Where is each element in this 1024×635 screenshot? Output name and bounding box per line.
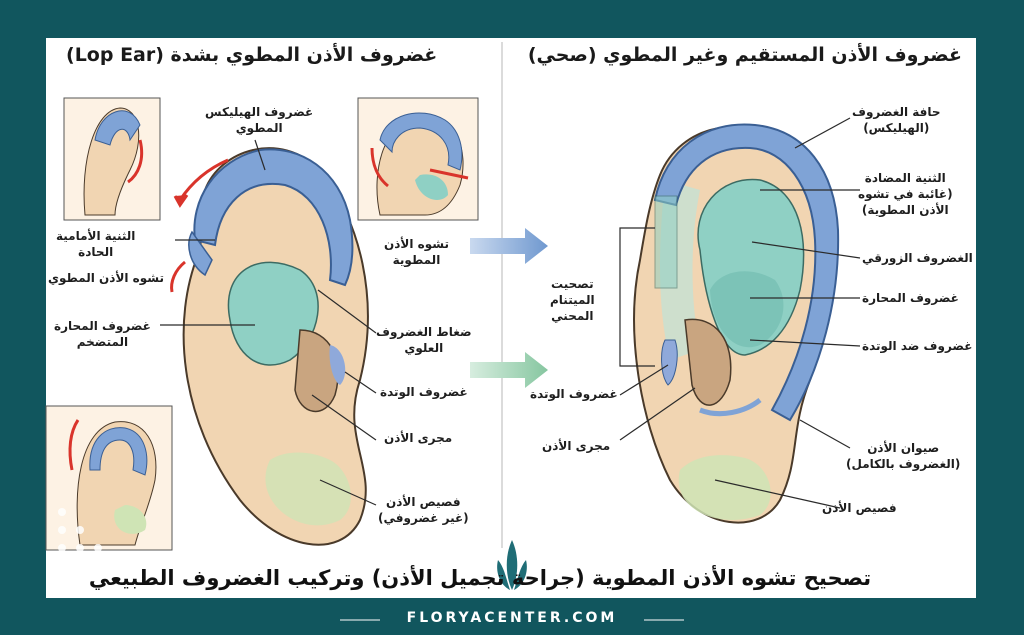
label-lop-ear-deformity: تشوه الأذن المطوية bbox=[384, 237, 449, 267]
label-auricle: صيوان الأذن (الغضروف بالكامل) bbox=[846, 441, 961, 471]
label-tragus-right: غضروف الوتدة bbox=[530, 387, 618, 401]
brand-logo-sub: CENTER bbox=[118, 84, 167, 94]
label-earlobe-left: فصيص الأذن (غير غضروفي) bbox=[378, 495, 469, 525]
label-correction: تصحيت الميتنام المحني bbox=[550, 277, 595, 323]
healthy-ear-illustration bbox=[633, 123, 840, 524]
label-antitragus: غضروف ضد الوتدة bbox=[862, 339, 973, 353]
transition-arrows bbox=[470, 228, 548, 388]
lotus-logo-icon bbox=[497, 540, 527, 590]
label-scaphoid: الغضروف الزورقي bbox=[862, 251, 973, 265]
fold-arrows bbox=[170, 158, 229, 293]
label-lop-deformity: تشوه الأذن المطوي bbox=[47, 271, 164, 285]
left-panel-title: غضروف الأذن المطوي بشدة (Lop Ear) bbox=[66, 44, 438, 66]
label-anterior-fold: الثنية الأمامية الحادة bbox=[56, 229, 136, 259]
label-helix-rim: حافة الغضروف (الهيليكس) bbox=[852, 105, 941, 135]
footer-website[interactable]: FLORYACENTER.COM bbox=[406, 610, 618, 626]
bottom-title: تصحيح تشوه الأذن المطوية (جراحة تجميل ال… bbox=[88, 566, 872, 590]
label-upper-compression: ضغاط الغضروف العلوي bbox=[376, 325, 472, 355]
inset-top-left bbox=[63, 97, 161, 221]
leader-lines bbox=[160, 117, 861, 509]
label-antihelix: الثنية المضادة (غائبة في تشوه الأذن المط… bbox=[858, 171, 953, 217]
label-helix-folded: غضروف الهيليكس المطوي bbox=[205, 105, 314, 135]
right-panel-title: غضروف الأذن المستقيم وغير المطوي (صحي) bbox=[527, 44, 962, 66]
inset-top-right bbox=[357, 97, 479, 221]
label-ear-canal-right: مجرى الأذن bbox=[542, 439, 611, 453]
inset-bottom-left bbox=[45, 405, 173, 551]
lop-ear-illustration bbox=[182, 147, 369, 546]
label-ear-canal-left: مجرى الأذن bbox=[384, 431, 453, 445]
brand-logo: FLORYA bbox=[68, 62, 163, 83]
label-concha: غضروف المحارة bbox=[862, 291, 959, 305]
label-tragus-left: غضروف الوتدة bbox=[380, 385, 468, 399]
label-earlobe-right: فصيص الأذن bbox=[822, 501, 897, 515]
dots-decoration bbox=[58, 58, 966, 570]
label-enlarged-concha: غضروف المحارة المتضخم bbox=[54, 319, 151, 349]
